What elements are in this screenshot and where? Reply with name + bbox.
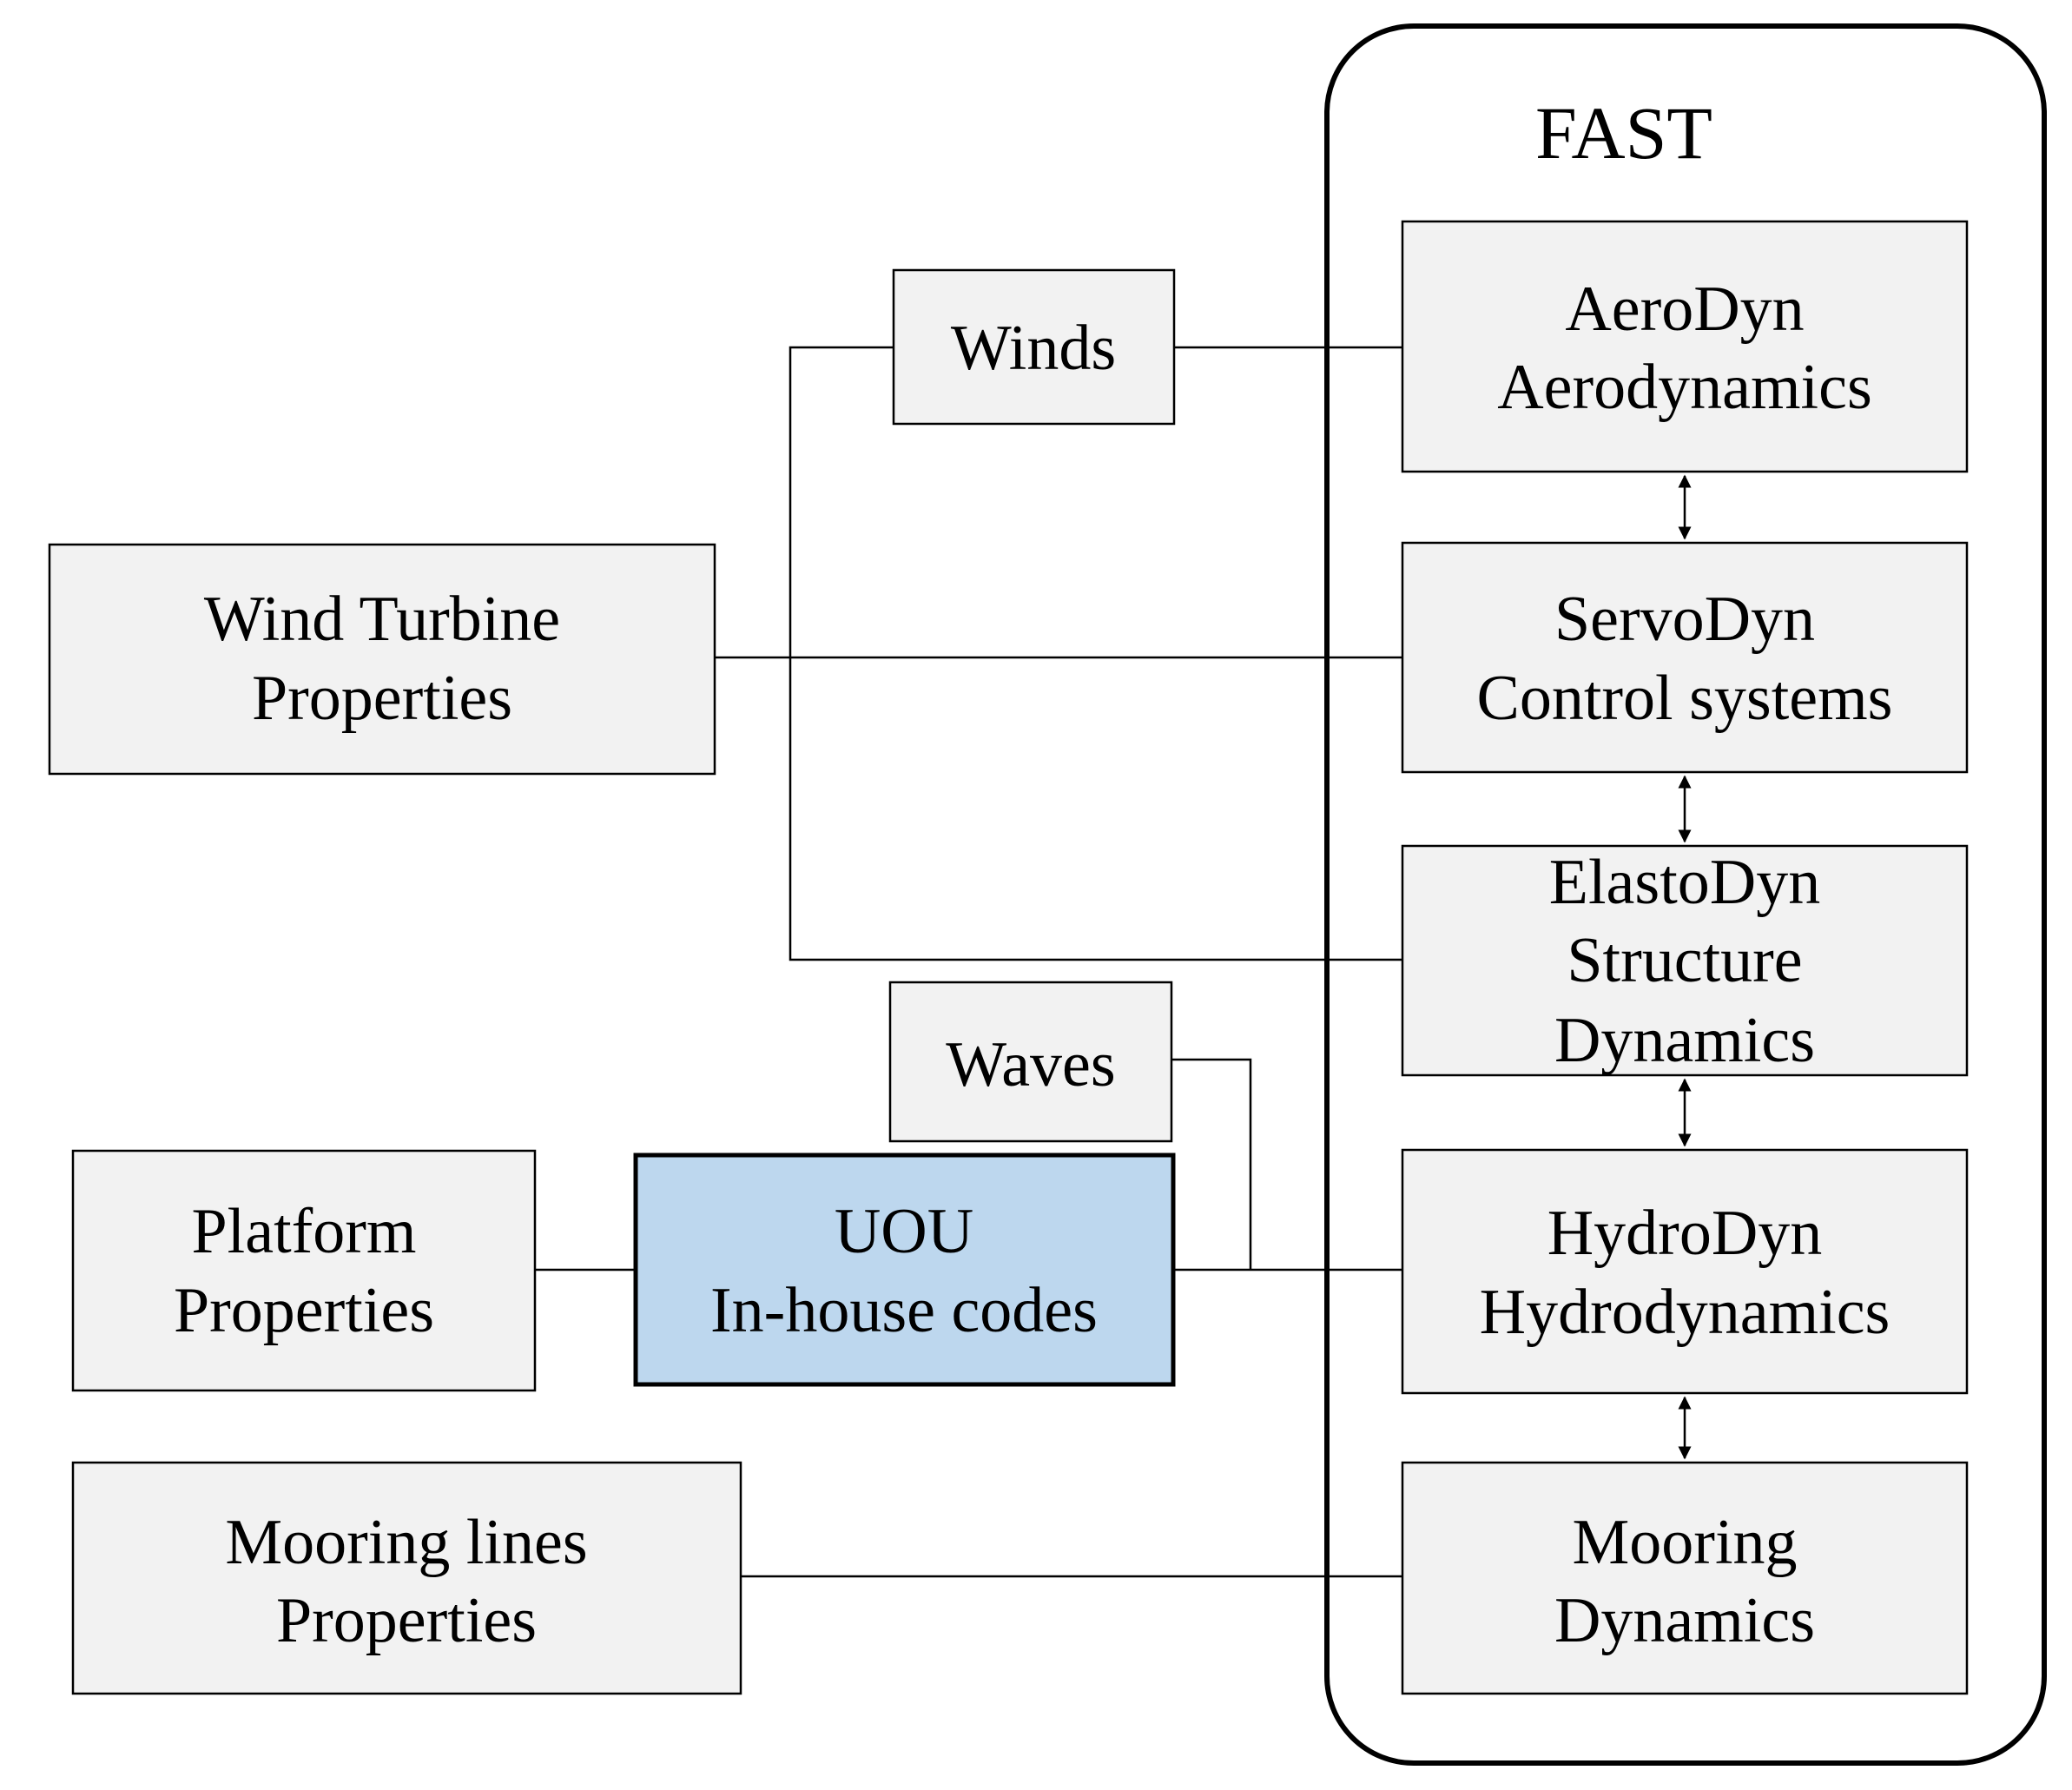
module-elastodyn: ElastoDyn Structure Dynamics [1401,844,1969,1077]
wind-turbine-label-line1: Wind Turbine [204,584,560,655]
winds-to-elastodyn-line [789,346,1402,961]
waves-label: Waves [946,1029,1115,1100]
input-waves: Waves [888,981,1173,1143]
input-mooring-lines: Mooring lines Properties [71,1461,742,1695]
servodyn-box [1401,541,1969,774]
wind-turbine-label-line2: Properties [252,663,512,734]
input-wind-turbine: Wind Turbine Properties [48,543,716,776]
elastodyn-name: ElastoDyn [1549,847,1820,918]
platform-box [71,1149,537,1392]
mooring-box [1401,1461,1969,1695]
mooring-lines-label-line2: Properties [276,1585,537,1656]
hydrodyn-box [1401,1148,1969,1395]
hydrodyn-description: Hydrodynamics [1480,1277,1891,1348]
aerodyn-description: Aerodynamics [1497,352,1872,423]
fast-container [1324,23,2047,1766]
mooring-lines-label-line1: Mooring lines [225,1507,587,1578]
module-mooring: Mooring Dynamics [1401,1461,1969,1695]
mooring-lines-box [71,1461,742,1695]
platform-label-line1: Platform [192,1196,417,1267]
mooring-name: Mooring [1573,1507,1798,1578]
mooring-description: Dynamics [1554,1585,1815,1656]
input-winds: Winds [892,268,1176,426]
uou-box [633,1153,1176,1387]
elastodyn-description-line2: Dynamics [1554,1005,1815,1076]
uou-in-house-codes: UOU In-house codes [633,1153,1176,1387]
module-servodyn: ServoDyn Control systems [1401,541,1969,774]
elastodyn-box [1401,844,1969,1077]
module-aerodyn: AeroDyn Aerodynamics [1401,220,1969,473]
aerodyn-box [1401,220,1969,473]
winds-label: Winds [951,313,1116,384]
uou-label-line2: In-house codes [710,1275,1098,1346]
winds-box [892,268,1176,426]
aerodyn-name: AeroDyn [1565,274,1804,345]
servodyn-description: Control systems [1477,663,1893,734]
platform-label-line2: Properties [174,1275,434,1346]
input-platform: Platform Properties [71,1149,537,1392]
fast-title: FAST [1535,91,1712,175]
waves-to-hydrodyn-line [1171,1058,1252,1270]
elastodyn-description-line1: Structure [1567,925,1802,996]
waves-box [888,981,1173,1143]
module-hydrodyn: HydroDyn Hydrodynamics [1401,1148,1969,1395]
uou-label-line1: UOU [835,1196,973,1267]
hydrodyn-name: HydroDyn [1547,1198,1823,1269]
connector-lines [535,346,1402,1578]
servodyn-name: ServoDyn [1554,584,1815,655]
wind-turbine-box [48,543,716,776]
